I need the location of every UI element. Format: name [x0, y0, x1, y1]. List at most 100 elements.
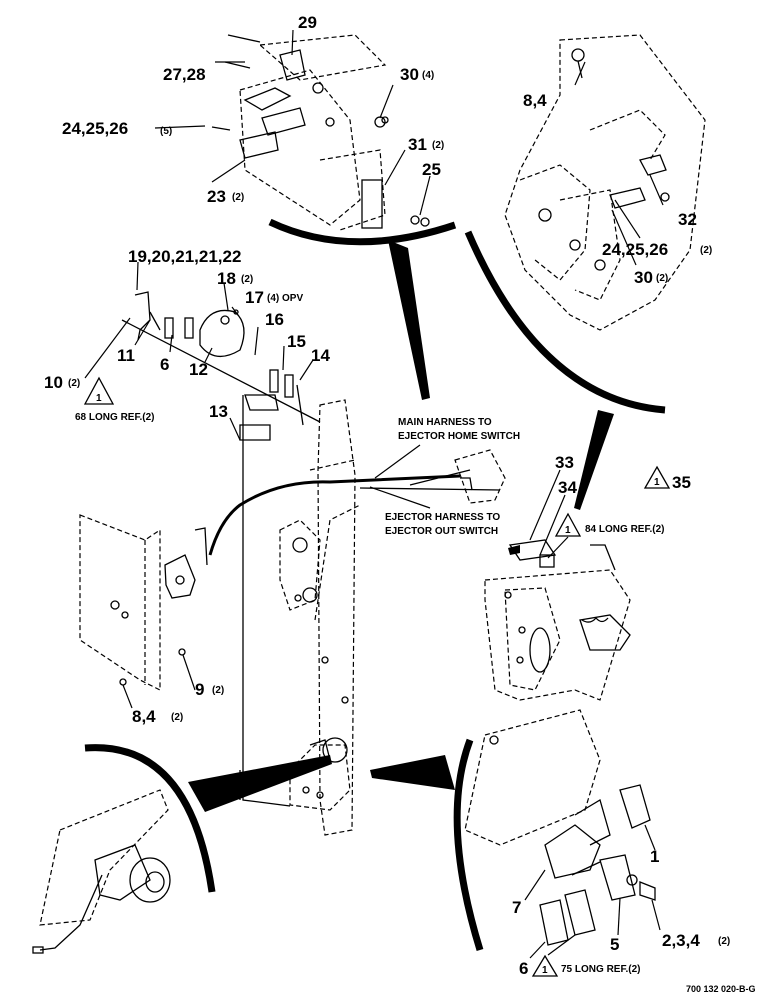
detail-top-switch-bracket	[154, 29, 457, 246]
callout-11: 11	[117, 346, 135, 365]
svg-text:17: 17	[245, 288, 264, 307]
note-flag-68: 1 68 LONG REF.(2)	[75, 376, 154, 423]
callout-2-3-4: 2,3,4 (2)	[662, 931, 730, 950]
callout-31: 31 (2)	[408, 135, 444, 154]
detail-bottom-left-motor	[32, 744, 216, 954]
callout-29: 29	[298, 13, 317, 32]
svg-text:13: 13	[209, 402, 228, 421]
svg-text:700 132 020-B-G: 700 132 020-B-G	[686, 984, 756, 994]
svg-text:(2): (2)	[432, 140, 444, 151]
svg-text:33: 33	[555, 453, 574, 472]
svg-text:19,20,21,21,22: 19,20,21,21,22	[128, 247, 241, 266]
callout-23: 23 (2)	[207, 187, 244, 206]
svg-text:(4): (4)	[422, 70, 434, 81]
callout-25: 25	[422, 160, 441, 179]
callout-8-4-bottom: 8,4 (2)	[132, 707, 183, 726]
svg-text:27,28: 27,28	[163, 65, 206, 84]
svg-text:75 LONG REF.(2): 75 LONG REF.(2)	[561, 964, 640, 975]
callout-7: 7	[512, 898, 521, 917]
pointer-wedges	[188, 240, 614, 812]
svg-text:8,4: 8,4	[523, 91, 547, 110]
callout-27-28: 27,28	[163, 65, 206, 84]
callout-33: 33	[555, 453, 574, 472]
callout-17: 17 (4) OPV	[245, 288, 303, 307]
callout-34: 34	[558, 478, 577, 497]
svg-text:5: 5	[610, 935, 619, 954]
svg-text:(2): (2)	[68, 378, 80, 389]
svg-text:16: 16	[265, 310, 284, 329]
right-switch-assembly	[454, 449, 631, 701]
svg-text:1: 1	[96, 393, 102, 404]
svg-text:84 LONG REF.(2): 84 LONG REF.(2)	[585, 524, 664, 535]
drawing-number: 700 132 020-B-G	[686, 984, 756, 994]
callout-14: 14	[311, 346, 330, 365]
svg-text:(2): (2)	[241, 274, 253, 285]
callout-1: 1	[650, 847, 659, 866]
left-mounting-panel	[79, 514, 208, 709]
svg-text:(4) OPV: (4) OPV	[267, 293, 303, 304]
svg-text:(2): (2)	[718, 936, 730, 947]
callout-19-22: 19,20,21,21,22	[128, 247, 241, 266]
callout-35: 1 35	[643, 465, 691, 492]
svg-text:24,25,26: 24,25,26	[62, 119, 128, 138]
main-ejector-frame	[208, 395, 501, 836]
callout-8-4-top: 8,4	[523, 91, 547, 110]
svg-text:23: 23	[207, 187, 226, 206]
callout-6-lower: 6	[519, 959, 528, 978]
svg-text:25: 25	[422, 160, 441, 179]
svg-text:30: 30	[400, 65, 419, 84]
svg-text:(2): (2)	[700, 245, 712, 256]
svg-text:EJECTOR HARNESS TO: EJECTOR HARNESS TO	[385, 512, 500, 523]
svg-text:31: 31	[408, 135, 427, 154]
callout-6-upper: 6	[160, 355, 169, 374]
callout-32: 32	[678, 210, 697, 229]
callout-12: 12	[189, 360, 208, 379]
main-harness-label: MAIN HARNESS TO EJECTOR HOME SWITCH	[374, 417, 520, 479]
svg-text:35: 35	[672, 473, 691, 492]
svg-text:1: 1	[654, 477, 660, 488]
svg-text:15: 15	[287, 332, 306, 351]
svg-text:(2): (2)	[212, 685, 224, 696]
svg-text:34: 34	[558, 478, 577, 497]
callout-16: 16	[265, 310, 284, 329]
svg-text:18: 18	[217, 269, 236, 288]
callout-9: 9 (2)	[195, 680, 224, 699]
svg-text:EJECTOR HOME SWITCH: EJECTOR HOME SWITCH	[398, 431, 520, 442]
ejector-harness-label: EJECTOR HARNESS TO EJECTOR OUT SWITCH	[369, 486, 500, 537]
svg-text:EJECTOR OUT SWITCH: EJECTOR OUT SWITCH	[385, 526, 498, 537]
detail-bottom-right-pads	[453, 709, 661, 959]
callout-18: 18 (2)	[217, 269, 253, 288]
svg-text:24,25,26: 24,25,26	[602, 240, 668, 259]
detail-top-right-frame	[464, 34, 706, 414]
exploded-brackets	[84, 261, 321, 441]
svg-text:1: 1	[542, 965, 548, 976]
svg-text:14: 14	[311, 346, 330, 365]
callout-5: 5	[610, 935, 619, 954]
svg-text:(2): (2)	[232, 192, 244, 203]
svg-text:30: 30	[634, 268, 653, 287]
callout-30-right: 30 (2)	[634, 268, 668, 287]
svg-text:9: 9	[195, 680, 204, 699]
svg-text:(5): (5)	[160, 126, 172, 137]
svg-text:29: 29	[298, 13, 317, 32]
svg-text:12: 12	[189, 360, 208, 379]
svg-text:6: 6	[160, 355, 169, 374]
note-flag-75: 1 75 LONG REF.(2)	[531, 954, 640, 977]
svg-text:1: 1	[565, 525, 571, 536]
svg-text:(2): (2)	[171, 712, 183, 723]
svg-text:(2): (2)	[656, 273, 668, 284]
svg-text:2,3,4: 2,3,4	[662, 931, 700, 950]
svg-text:8,4: 8,4	[132, 707, 156, 726]
svg-text:68 LONG REF.(2): 68 LONG REF.(2)	[75, 412, 154, 423]
callout-30-top: 30 (4)	[400, 65, 434, 84]
note-flag-84: 1 84 LONG REF.(2)	[554, 512, 664, 537]
svg-text:11: 11	[117, 346, 135, 365]
svg-text:32: 32	[678, 210, 697, 229]
svg-text:10: 10	[44, 373, 63, 392]
callout-15: 15	[287, 332, 306, 351]
svg-text:MAIN HARNESS TO: MAIN HARNESS TO	[398, 417, 492, 428]
callout-10: 10 (2)	[44, 373, 80, 392]
callout-24-25-26-top: 24,25,26 (5)	[62, 119, 172, 138]
callout-24-25-26-right: 24,25,26 (2)	[602, 240, 712, 259]
